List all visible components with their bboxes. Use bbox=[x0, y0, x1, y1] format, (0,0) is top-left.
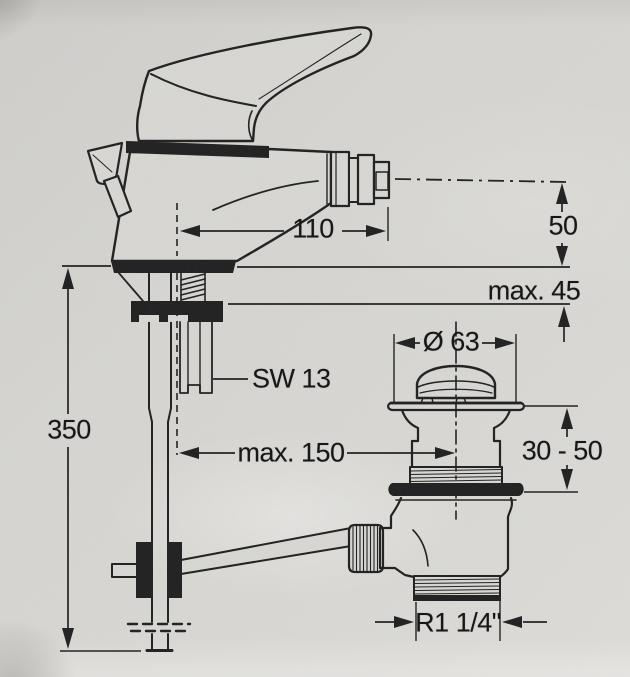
dim-spout-reach-label: 110 bbox=[292, 213, 334, 244]
dim-wrench-size-label: SW 13 bbox=[252, 363, 331, 394]
dim-supply-length-label: 350 bbox=[47, 414, 91, 445]
dim-center-distance-label: max. 150 bbox=[237, 437, 345, 468]
dim-deck-thickness-label: max. 45 bbox=[487, 275, 581, 306]
dim-outlet-height-label: 50 bbox=[548, 210, 578, 241]
dim-waste-thread-label: R1 1/4" bbox=[415, 607, 501, 638]
dim-plug-diameter-label: Ø 63 bbox=[422, 326, 480, 357]
dim-waste-height-label: 30 - 50 bbox=[521, 435, 603, 466]
